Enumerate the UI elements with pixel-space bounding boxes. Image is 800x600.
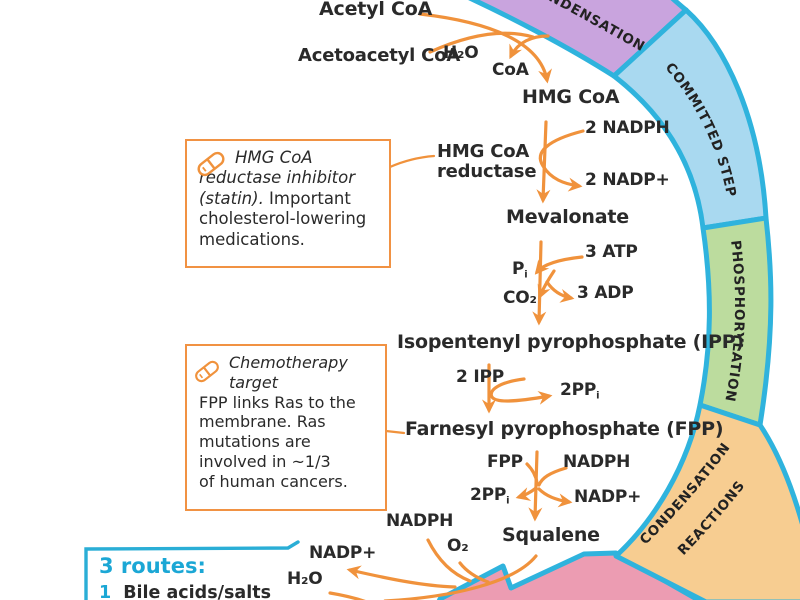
pill-icon bbox=[194, 149, 228, 179]
arrow-fpp-cofactor-in bbox=[525, 462, 539, 485]
pill-icon bbox=[192, 358, 226, 388]
chemo-note-line4: membrane. Ras bbox=[199, 412, 326, 432]
cofactor-3-atp: 3 ATP bbox=[585, 242, 638, 262]
arrow-fpp-to-squalene bbox=[528, 450, 543, 522]
enzyme-hmg-coa-reductase: HMG CoA reductase bbox=[437, 141, 537, 183]
chemo-note-line2: target bbox=[229, 372, 278, 392]
arrow-squalene-continues bbox=[383, 554, 538, 600]
arrow-h2o-tail bbox=[328, 591, 366, 600]
chemo-note-line7: of human cancers. bbox=[199, 471, 348, 491]
cofactor-h2o-in: H₂O bbox=[443, 43, 479, 63]
routes-item-1-number: 1 bbox=[99, 583, 112, 600]
arrow-acetoacetylcoa-merge bbox=[428, 31, 535, 54]
metabolite-hmg-coa: HMG CoA bbox=[522, 86, 620, 108]
arrow-nadph-bottom-in bbox=[426, 538, 472, 583]
arrow-hmgcoa-to-mevalonate bbox=[536, 120, 551, 204]
arrow-acetylcoa-to-hmgcoa bbox=[418, 12, 552, 84]
arrow-mevalonate-to-ipp bbox=[532, 240, 547, 326]
cofactor-2-nadp: 2 NADP+ bbox=[585, 170, 670, 190]
statin-note-connector bbox=[388, 154, 436, 169]
cofactor-fpp-in: FPP bbox=[487, 452, 523, 472]
cofactor-2-ipp: 2 IPP bbox=[456, 367, 504, 387]
cofactor-nadph-mid: NADPH bbox=[563, 452, 631, 472]
cofactor-2-nadph: 2 NADPH bbox=[585, 118, 670, 138]
routes-item-1-text: Bile acids/salts bbox=[123, 583, 272, 600]
routes-box: 3 routes: 1 Bile acids/salts bbox=[85, 548, 325, 600]
reaction-arrows bbox=[328, 12, 585, 600]
routes-box-border bbox=[84, 540, 300, 600]
arrow-atp-to-pi bbox=[534, 255, 584, 275]
chemo-note-line1: Chemotherapy bbox=[229, 353, 348, 372]
arrow-2ipp-swoosh bbox=[489, 377, 553, 405]
arrow-to-co2 bbox=[537, 269, 556, 300]
chemo-note-box: Chemotherapy target FPP links Ras to the… bbox=[185, 344, 387, 511]
statin-note-line4: cholesterol-lowering bbox=[199, 209, 367, 229]
metabolite-acetoacetyl-coa: Acetoacetyl CoA bbox=[298, 45, 461, 66]
pathway-arc bbox=[436, 0, 800, 600]
chemo-note-line5: mutations are bbox=[199, 432, 311, 452]
note-connectors bbox=[384, 154, 436, 435]
statin-note-line3: (statin). Important bbox=[199, 188, 351, 208]
enzyme-name-line1: HMG CoA bbox=[437, 141, 530, 162]
chemo-note-line6: involved in ~1/3 bbox=[199, 452, 331, 472]
arrow-nadph-swoosh bbox=[538, 129, 585, 192]
metabolite-squalene: Squalene bbox=[502, 524, 600, 546]
cofactor-pi: Pi bbox=[512, 259, 528, 281]
arrow-nadp-mid-out bbox=[537, 487, 573, 508]
chemo-note-connector bbox=[384, 429, 406, 435]
metabolite-mevalonate: Mevalonate bbox=[506, 206, 629, 228]
routes-item-1: 1 Bile acids/salts bbox=[99, 583, 325, 600]
cofactor-o2-in: O₂ bbox=[447, 536, 469, 556]
arrow-to-adp bbox=[545, 280, 575, 303]
enzyme-name-line2: reductase bbox=[437, 161, 537, 183]
cofactor-coa-out: CoA bbox=[492, 60, 529, 80]
metabolite-ipp: Isopentenyl pyrophosphate (IPP) bbox=[397, 331, 744, 353]
cofactor-co2: CO₂ bbox=[503, 288, 537, 308]
chemo-note-line3: FPP links Ras to the bbox=[199, 392, 356, 412]
arrow-coa-out bbox=[509, 34, 550, 60]
metabolite-acetyl-coa: Acetyl CoA bbox=[319, 0, 433, 20]
arrow-ppi-out bbox=[515, 486, 538, 501]
arrow-nadph-mid-in bbox=[537, 466, 568, 487]
cofactor-nadph-bottom: NADPH bbox=[386, 511, 454, 531]
statin-note-box: HMG CoA reductase inhibitor (statin). Im… bbox=[185, 139, 391, 268]
arrow-nadp-bottom-out bbox=[346, 565, 457, 589]
cofactor-nadp-mid: NADP+ bbox=[574, 487, 642, 507]
routes-title: 3 routes: bbox=[99, 554, 206, 578]
cofactor-nadp-bottom: NADP+ bbox=[309, 543, 377, 563]
cofactor-2-ppi-a: 2PPi bbox=[560, 380, 600, 402]
cofactor-3-adp: 3 ADP bbox=[577, 283, 634, 303]
statin-note-line1: HMG CoA bbox=[235, 148, 313, 167]
arc-segment-condensation-reactions bbox=[613, 402, 800, 600]
metabolite-fpp: Farnesyl pyrophosphate (FPP) bbox=[405, 418, 724, 440]
cofactor-h2o-out: H₂O bbox=[287, 569, 323, 589]
statin-note-line5: medications. bbox=[199, 229, 305, 249]
cofactor-2-ppi-b: 2PPi bbox=[470, 485, 510, 507]
statin-note-line2: reductase inhibitor bbox=[199, 168, 356, 188]
arrow-o2-in bbox=[458, 561, 490, 584]
